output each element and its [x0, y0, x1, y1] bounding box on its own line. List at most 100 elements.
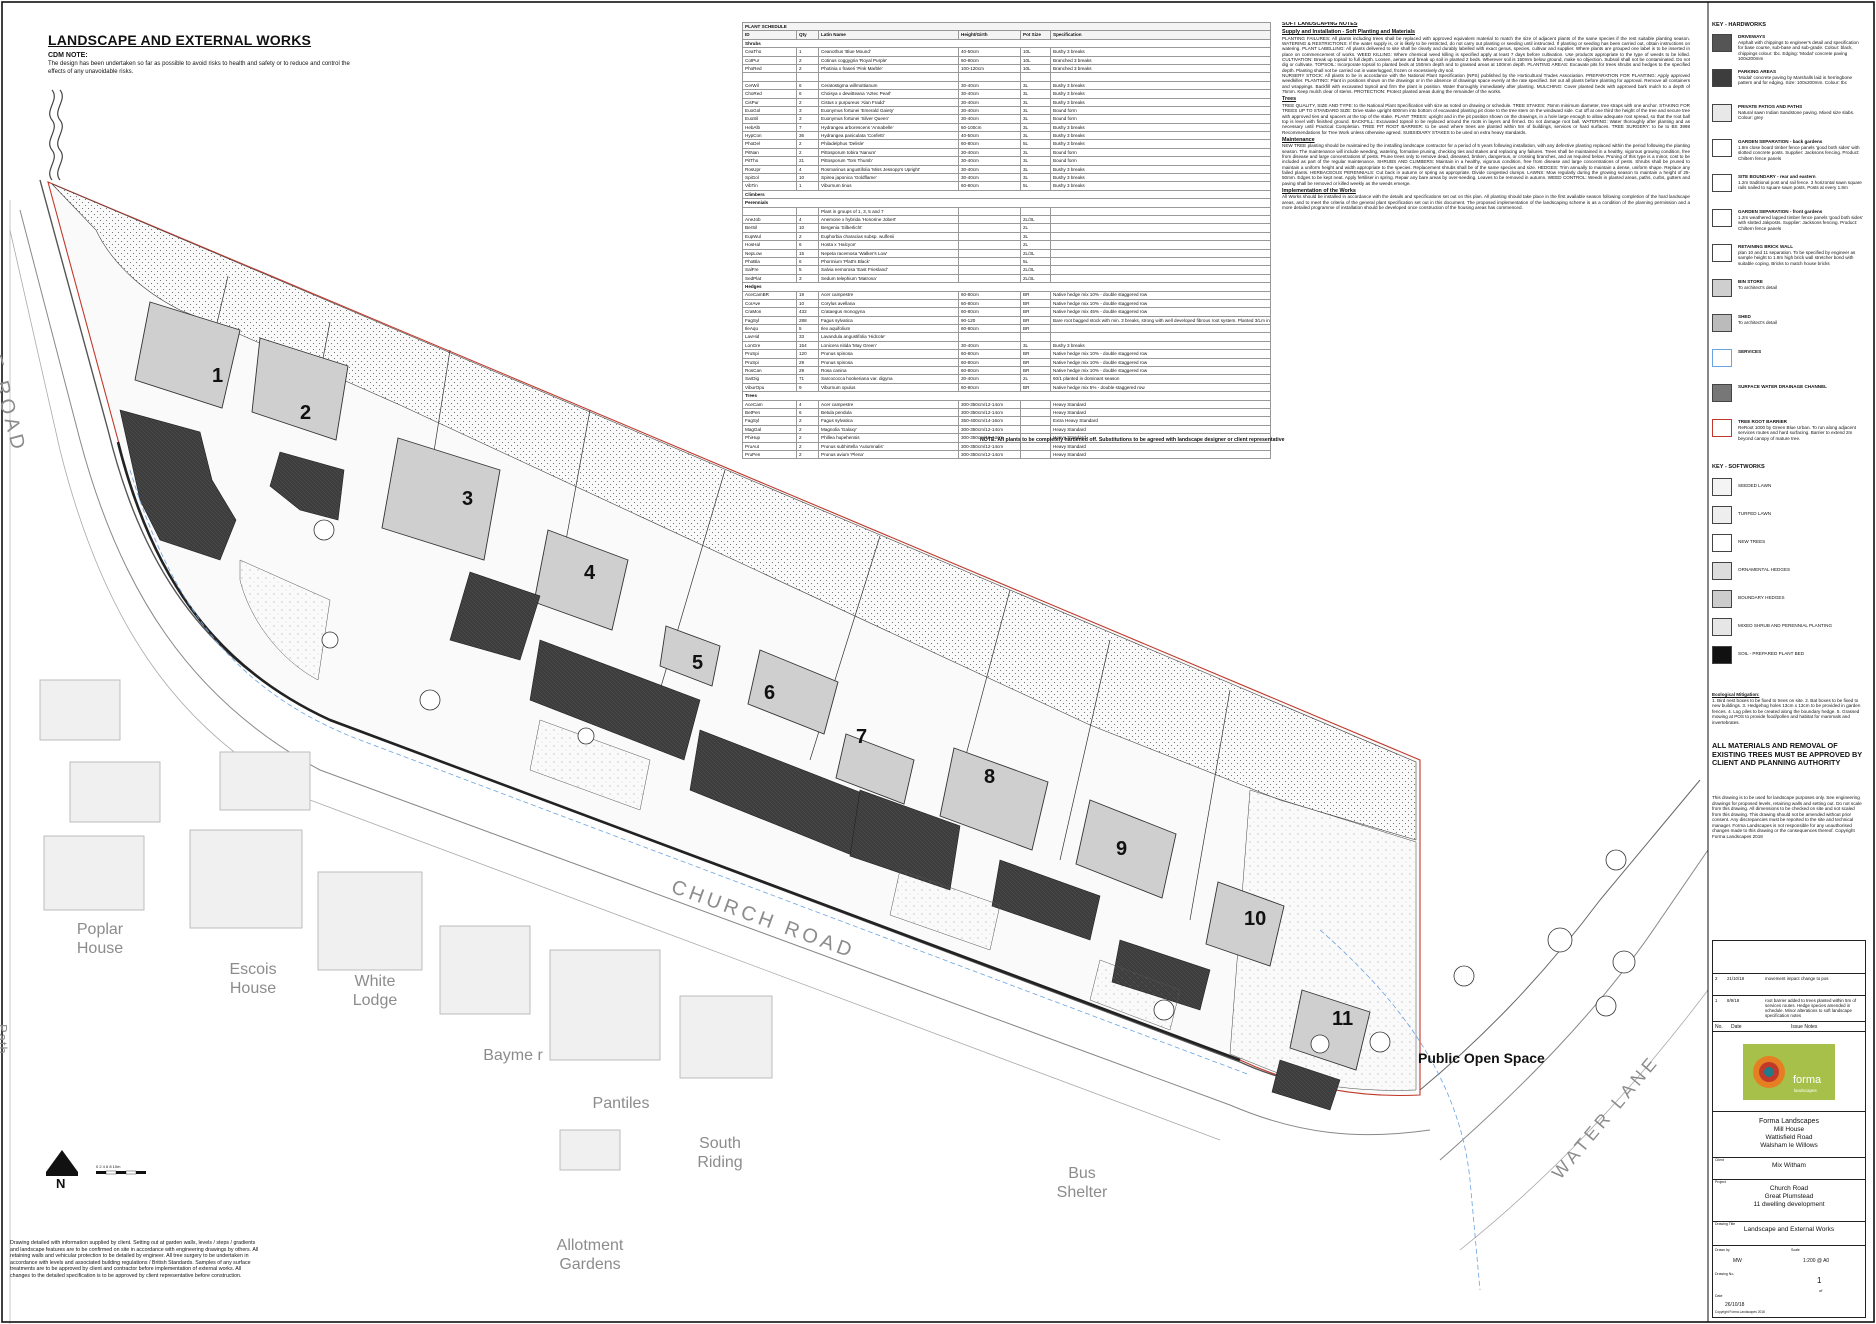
plot-5: 5: [692, 652, 704, 674]
schedule-cell: 5L: [1020, 181, 1051, 191]
water-lane-kerb-2: [1439, 849, 1709, 1161]
scale-bar: [96, 1170, 146, 1175]
schedule-cell: 300-350cm/12-14cm: [958, 424, 1021, 435]
schedule-cell: 300-350cm/12-14cm: [958, 449, 1021, 460]
schedule-cell: 2: [796, 55, 819, 65]
schedule-cell: Prunus avium 'Plena': [818, 449, 959, 460]
schedule-cell: 60-80cm: [958, 324, 1021, 334]
schedule-cell: 29: [796, 365, 819, 376]
schedule-cell: Bound form: [1049, 156, 1272, 166]
schedule-cell: 3L: [1020, 147, 1051, 158]
schedule-cell: 40-50cm: [958, 131, 1021, 141]
schedule-col-5: Specification: [1049, 30, 1272, 40]
schedule-cell: Bushy 3 breaks: [1049, 131, 1272, 141]
schedule-cell: Bushy 3 breaks: [1049, 139, 1272, 149]
label-bus-shelter: Bus Shelter: [1056, 1165, 1108, 1201]
schedule-group-1: Climbers: [741, 189, 1272, 200]
schedule-cell: 10: [796, 298, 819, 309]
schedule-cell: CerWil: [742, 80, 797, 91]
schedule-cell: 60-80cm: [958, 349, 1021, 359]
key-label-title: SURFACE WATER DRAINAGE CHANNEL: [1738, 384, 1827, 389]
label-path: Path: [0, 1024, 10, 1055]
key-label-desc: 1.2m weathered lapped timber fence panel…: [1738, 214, 1863, 231]
notes-heading: SOFT LANDSCAPING NOTES: [1282, 22, 1358, 27]
schedule-cell: 4: [796, 164, 819, 175]
schedule-cell: 3L: [1020, 122, 1051, 133]
plot-7: 7: [856, 726, 868, 748]
schedule-cell: 60-100cm: [958, 122, 1021, 133]
schedule-cell: 2: [796, 424, 819, 435]
schedule-cell: BR: [1020, 357, 1051, 368]
watercourse: [49, 89, 55, 181]
schedule-cell: 2: [796, 231, 819, 242]
schedule-cell: [958, 256, 1021, 267]
schedule-cell: BR: [1020, 290, 1051, 300]
schedule-cell: [1049, 248, 1272, 258]
schedule-cell: 3L: [1020, 89, 1051, 99]
forma-logo-icon: [1753, 1056, 1785, 1088]
schedule-cell: SalFre: [742, 265, 797, 275]
key-softworks-item: BOUNDARY HEDGES: [1712, 590, 1864, 624]
schedule-cell: [958, 214, 1021, 225]
key-label-title: PRIVATE PATIOS AND PATHS: [1738, 104, 1803, 109]
schedule-cell: ChoRed: [742, 89, 797, 99]
key-swatch: [1712, 478, 1732, 496]
schedule-cell: BR: [1020, 315, 1051, 326]
schedule-cell: 36: [796, 131, 819, 141]
key-label-desc: ReRoot 1000 by Green Blue Urban. To run …: [1738, 424, 1856, 441]
notes-section-body: PLANTING FAILURES: All plants including …: [1282, 35, 1690, 73]
schedule-cell: [958, 206, 1021, 217]
drawing-note: This drawing is to be used for landscape…: [1712, 795, 1862, 839]
schedule-cell: Ilex aquifolium: [818, 324, 959, 334]
schedule-cell: 3L: [1020, 164, 1051, 175]
schedule-cell: 3L: [1020, 231, 1051, 242]
schedule-cell: 10L: [1020, 47, 1051, 57]
plot-2: 2: [300, 402, 312, 424]
schedule-cell: 10: [796, 173, 819, 183]
scale-bar-label: 0 2 4 6 8 10m: [96, 1164, 121, 1169]
schedule-cell: 350-400cm/14-16cm: [958, 416, 1021, 426]
schedule-cell: Heavy Standard: [1049, 449, 1272, 460]
schedule-cell: Plant in groups of 1, 3, 5 and 7: [818, 206, 959, 217]
schedule-cell: Bushy 3 breaks: [1049, 47, 1272, 57]
key-label-title: SITE BOUNDARY - rear and eastern: [1738, 174, 1816, 179]
forma-logo: forma landscapes: [1743, 1044, 1835, 1100]
schedule-cell: Acer campestre: [818, 399, 959, 409]
schedule-cell: [958, 332, 1021, 342]
key-label-title: BIN STORE: [1738, 279, 1763, 284]
key-swatch: [1712, 618, 1732, 636]
key-hardworks-item: SERVICES: [1712, 349, 1864, 383]
schedule-cell: 30-40cm: [958, 164, 1021, 175]
key-hardworks-item: PARKING AREAS'Modal' concrete paving by …: [1712, 69, 1864, 103]
schedule-cell: [1020, 407, 1051, 418]
schedule-cell: [796, 206, 819, 217]
key-label: PARKING AREAS'Modal' concrete paving by …: [1738, 69, 1864, 86]
soft-landscaping-notes: SOFT LANDSCAPING NOTES Supply and Instal…: [1282, 22, 1690, 1112]
schedule-cell: 30-40cm: [958, 114, 1021, 124]
schedule-cell: Spirea japonica 'Goldflame': [818, 173, 959, 183]
schedule-cell: 5L: [1020, 256, 1051, 267]
schedule-cell: Fagus sylvatica: [818, 315, 959, 326]
schedule-cell: 5L: [1020, 139, 1051, 149]
schedule-cell: 5: [796, 324, 819, 334]
